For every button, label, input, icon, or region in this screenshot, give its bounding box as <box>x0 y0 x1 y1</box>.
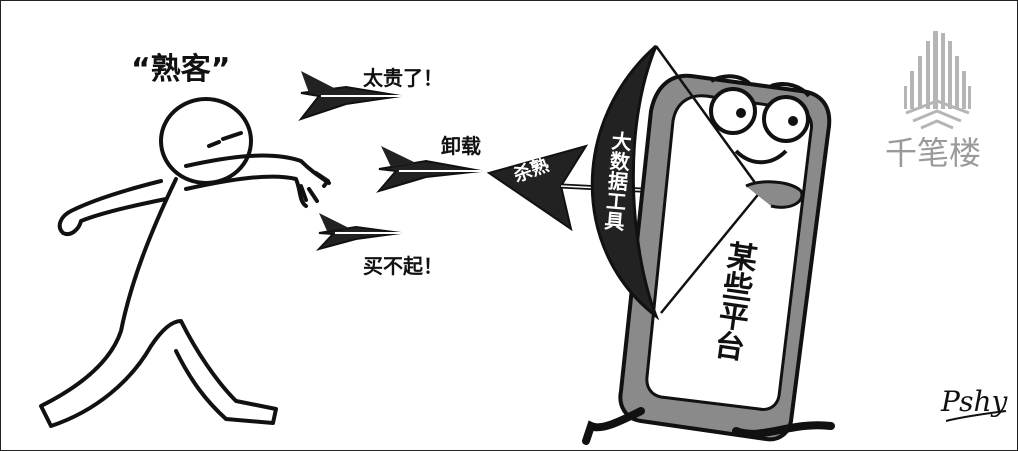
bow <box>590 44 804 321</box>
platform-phone <box>582 73 835 445</box>
artist-signature: Pshy <box>940 385 1008 418</box>
dart-label-uninstall: 卸载 <box>441 134 481 158</box>
customer-label: “熟客” <box>131 52 230 87</box>
dart-uninstall <box>376 146 482 193</box>
customer-figure <box>39 97 331 428</box>
building-logo-icon <box>904 31 971 130</box>
dart-label-too-expensive: 太贵了！ <box>363 66 443 90</box>
dart-cannot-afford <box>315 213 402 251</box>
signature-underline <box>945 410 1007 422</box>
logo-text: 千笔楼 <box>885 134 981 172</box>
dart-too-expensive <box>298 71 402 121</box>
dart-label-cannot-afford: 买不起！ <box>363 254 443 278</box>
publisher-logo: 千笔楼 <box>885 31 981 172</box>
